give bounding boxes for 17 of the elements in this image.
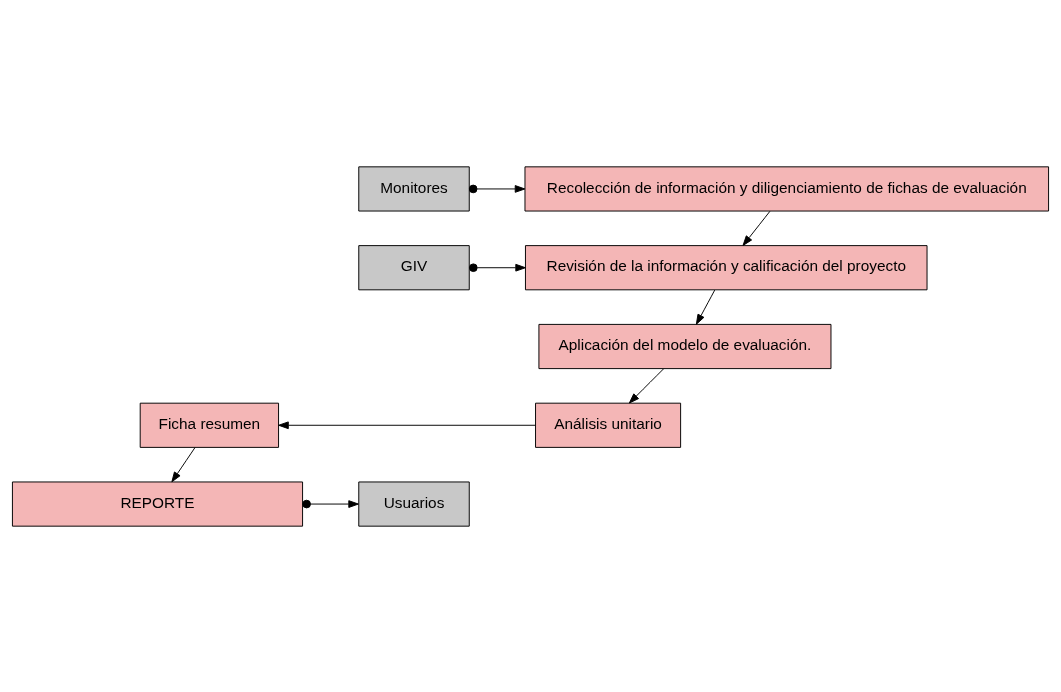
- arrow: [628, 367, 664, 403]
- node-box: GIV: [358, 244, 470, 290]
- node-box: Ficha resumen: [139, 402, 280, 448]
- node-box: Revisión de la información y calificación del proyecto: [525, 244, 928, 290]
- node-box: Monitores: [358, 165, 470, 211]
- arrow: [302, 499, 359, 508]
- node-box: Usuarios: [358, 480, 470, 527]
- arrow: [468, 184, 526, 193]
- node-box: REPORTE: [11, 480, 304, 527]
- arrow: [469, 262, 526, 272]
- arrow: [171, 446, 196, 482]
- arrow: [742, 210, 771, 246]
- arrow: [278, 420, 536, 429]
- node-box: Análisis unitario: [535, 402, 682, 448]
- node-box: Aplicación del modelo de evaluación.: [538, 323, 832, 369]
- node-box: Recolección de información y diligenciamiento de fichas de evaluación: [524, 165, 1050, 211]
- arrow: [695, 289, 716, 325]
